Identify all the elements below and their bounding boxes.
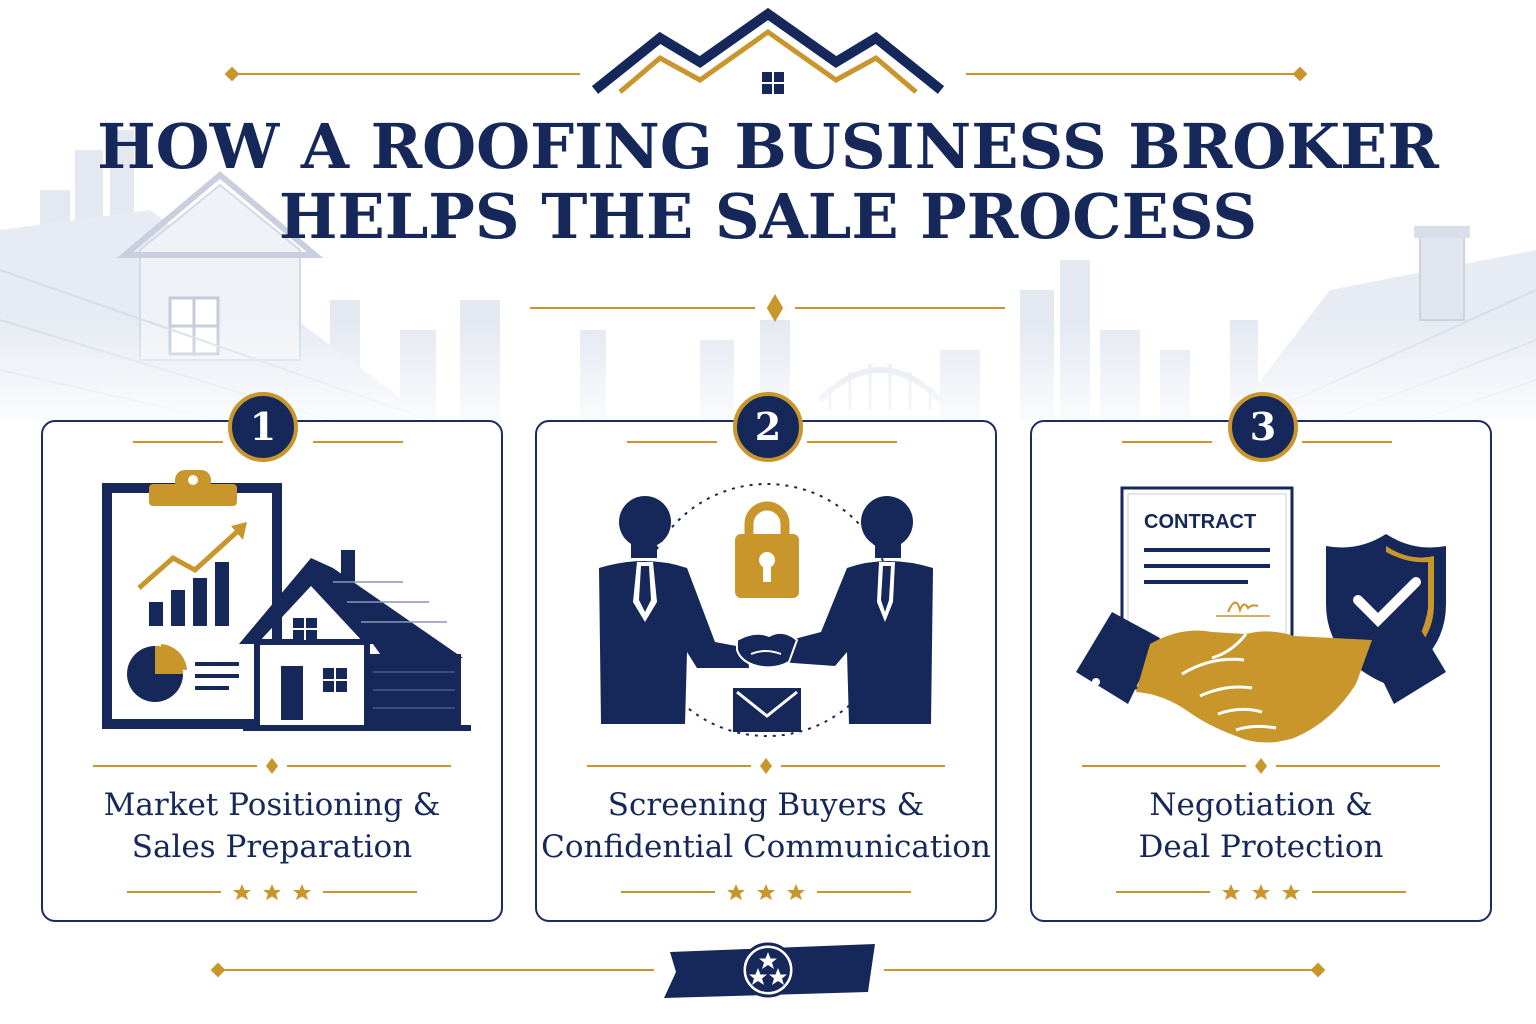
handshake-lock-icon bbox=[587, 441, 945, 900]
step-label-line-2: Confidential Communication bbox=[541, 829, 991, 865]
step-label-line-2: Sales Preparation bbox=[131, 829, 413, 865]
contract-label: CONTRACT bbox=[1144, 511, 1256, 533]
step-number-badge-2: 2 bbox=[733, 392, 803, 462]
step-label-line-1: Negotiation & bbox=[1149, 787, 1373, 823]
rating-stars bbox=[727, 884, 805, 900]
step-label-1: Market Positioning & Sales Preparation bbox=[43, 784, 501, 868]
clipboard-chart-house-icon bbox=[93, 441, 471, 900]
roof-logo-icon bbox=[591, 7, 945, 94]
step-label-line-1: Market Positioning & bbox=[103, 787, 441, 823]
title-divider bbox=[530, 294, 1005, 322]
contract-handshake-shield-icon: CONTRACT bbox=[1076, 441, 1446, 900]
top-divider-lines bbox=[224, 66, 1308, 82]
rating-stars bbox=[1222, 884, 1300, 900]
step-label-line-2: Deal Protection bbox=[1138, 829, 1384, 865]
step-label-3: Negotiation & Deal Protection bbox=[1032, 784, 1490, 868]
title-line-1: HOW A ROOFING BUSINESS BROKER bbox=[97, 110, 1439, 183]
title-line-2: HELPS THE SALE PROCESS bbox=[278, 180, 1258, 253]
step-card-2: Screening Buyers & Confidential Communic… bbox=[535, 420, 997, 922]
tennessee-state-icon bbox=[664, 942, 875, 998]
step-card-1: Market Positioning & Sales Preparation bbox=[41, 420, 503, 922]
page-title: HOW A ROOFING BUSINESS BROKER HELPS THE … bbox=[0, 112, 1536, 252]
step-label-line-1: Screening Buyers & bbox=[607, 787, 925, 823]
footer-divider bbox=[210, 962, 1326, 978]
rating-stars bbox=[233, 884, 311, 900]
step-number-badge-1: 1 bbox=[228, 392, 298, 462]
step-number-badge-3: 3 bbox=[1228, 392, 1298, 462]
step-card-3: CONTRACT bbox=[1030, 420, 1492, 922]
step-label-2: Screening Buyers & Confidential Communic… bbox=[537, 784, 995, 868]
